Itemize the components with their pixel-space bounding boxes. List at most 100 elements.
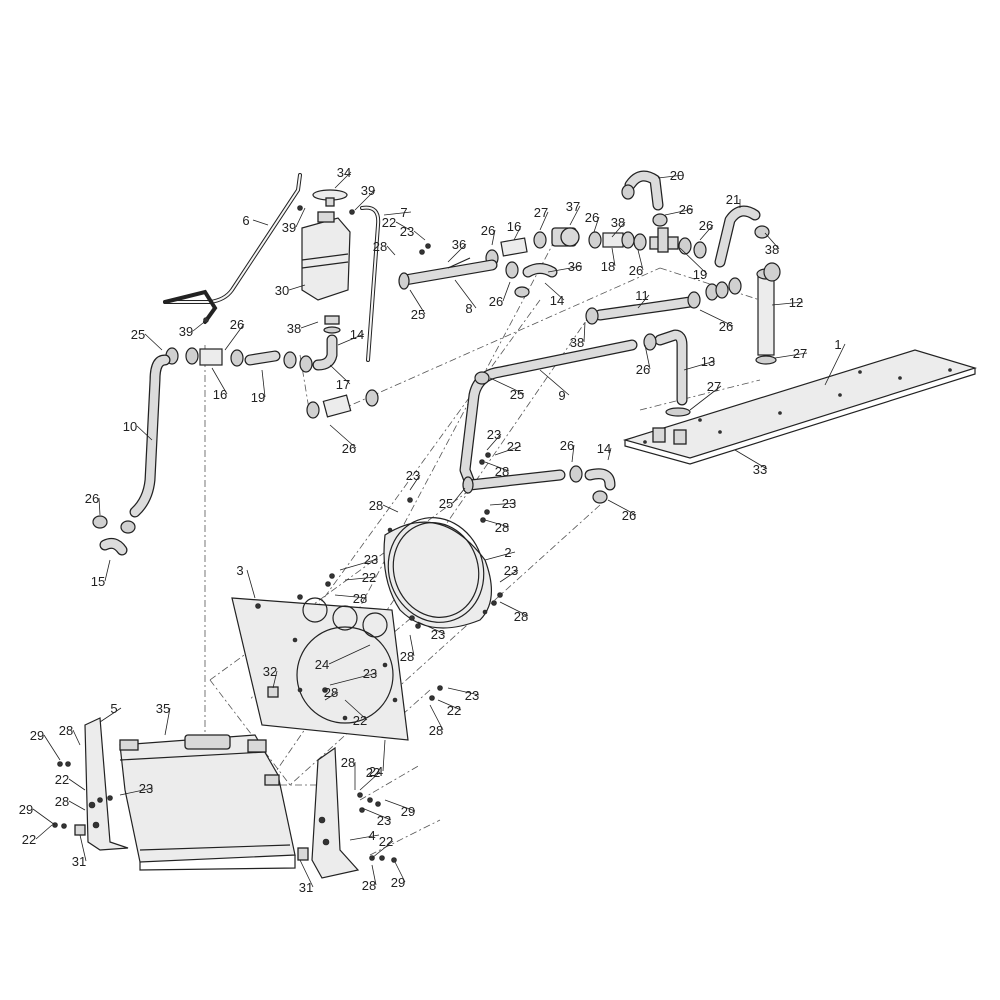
callout-number: 32	[263, 664, 277, 679]
callout-number: 26	[489, 294, 503, 309]
callout-number: 22	[362, 570, 376, 585]
callout-number: 28	[429, 723, 443, 738]
callout-leader	[252, 219, 269, 226]
callout-number: 23	[406, 468, 420, 483]
callout-leader	[409, 634, 415, 657]
callout-number: 24	[315, 657, 329, 672]
callout-number: 39	[179, 324, 193, 339]
callout-leader	[261, 369, 266, 398]
callout-leader	[569, 205, 581, 226]
callout-number: 39	[361, 183, 375, 198]
callout-leader	[593, 216, 600, 233]
callout-leader	[429, 704, 444, 731]
callout-leader	[491, 229, 496, 246]
callout-leader	[99, 707, 122, 723]
callout-leader	[72, 729, 81, 746]
callout-leader	[539, 369, 570, 396]
callout-number: 22	[507, 439, 521, 454]
callout-number: 34	[337, 165, 351, 180]
callout-number: 29	[391, 875, 405, 890]
callout-number: 29	[401, 804, 415, 819]
callout-leader	[382, 739, 386, 772]
callout-number: 28	[495, 520, 509, 535]
callout-number: 14	[597, 441, 611, 456]
callout-number: 22	[353, 713, 367, 728]
hardware-bolts	[52, 205, 503, 863]
callout-number: 36	[452, 237, 466, 252]
callout-number: 26	[85, 491, 99, 506]
callout-number: 20	[670, 168, 684, 183]
callout-leader	[611, 247, 616, 267]
callout-number: 23	[465, 688, 479, 703]
callout-leader	[494, 445, 522, 456]
callout-leader	[447, 243, 467, 263]
fan-ring	[383, 517, 493, 629]
callout-number: 31	[72, 854, 86, 869]
callout-number: 26	[230, 317, 244, 332]
callout-number: 22	[366, 765, 380, 780]
callout-number: 38	[287, 321, 301, 336]
callout-leader	[489, 377, 525, 395]
callout-number: 15	[91, 574, 105, 589]
elbow-21	[714, 205, 770, 268]
callout-leader	[288, 284, 306, 291]
callout-number: 28	[514, 609, 528, 624]
callout-number: 25	[131, 327, 145, 342]
callout-number: 4	[368, 828, 375, 843]
callout-leader	[32, 808, 56, 826]
callout-leader	[344, 699, 368, 721]
callout-leader	[484, 551, 516, 561]
callout-leader	[637, 249, 644, 271]
callout-leader	[295, 207, 306, 228]
callout-leader	[329, 364, 351, 385]
callout-number: 23	[400, 224, 414, 239]
hose-10	[92, 354, 171, 556]
fittings-row-left	[165, 347, 379, 419]
hose-8	[398, 257, 498, 290]
callout-number: 7	[400, 205, 407, 220]
callout-leader	[452, 487, 466, 504]
callout-leader	[329, 672, 378, 686]
callout-number: 26	[585, 210, 599, 225]
callout-leader	[104, 559, 111, 582]
callout-number: 38	[611, 215, 625, 230]
callout-leader	[68, 800, 86, 811]
callout-leader	[774, 352, 808, 359]
callout-number: 28	[324, 685, 338, 700]
callout-leader	[339, 558, 379, 571]
callout-number: 27	[793, 346, 807, 361]
callout-number: 28	[373, 239, 387, 254]
callout-number: 38	[765, 242, 779, 257]
callout-number: 33	[753, 462, 767, 477]
callout-number: 18	[601, 259, 615, 274]
callout-number: 28	[55, 794, 69, 809]
callout-number: 29	[19, 802, 33, 817]
callout-leader	[383, 211, 412, 216]
callout-leader	[144, 333, 163, 351]
callout-number: 10	[123, 419, 137, 434]
callout-number: 28	[369, 498, 383, 513]
callout-leader	[324, 691, 339, 701]
callout-leader	[386, 245, 396, 256]
callout-leader	[657, 174, 685, 179]
callout-leader	[489, 502, 517, 506]
radiator	[119, 734, 296, 871]
callout-number: 28	[59, 723, 73, 738]
callout-number: 31	[299, 880, 313, 895]
callout-leader	[547, 265, 583, 273]
callout-leader	[607, 447, 612, 461]
cover-plate	[622, 349, 978, 465]
pipe-lower	[462, 465, 616, 504]
callout-leader	[409, 474, 421, 491]
callout-leader	[502, 281, 511, 302]
callout-leader	[683, 360, 716, 371]
callout-leader	[644, 344, 651, 370]
callout-leader	[764, 232, 780, 250]
callout-leader	[43, 734, 61, 761]
callout-number: 22	[55, 772, 69, 787]
callout-number: 5	[110, 701, 117, 716]
fittings-row-top	[485, 227, 635, 298]
callout-number: 27	[534, 205, 548, 220]
